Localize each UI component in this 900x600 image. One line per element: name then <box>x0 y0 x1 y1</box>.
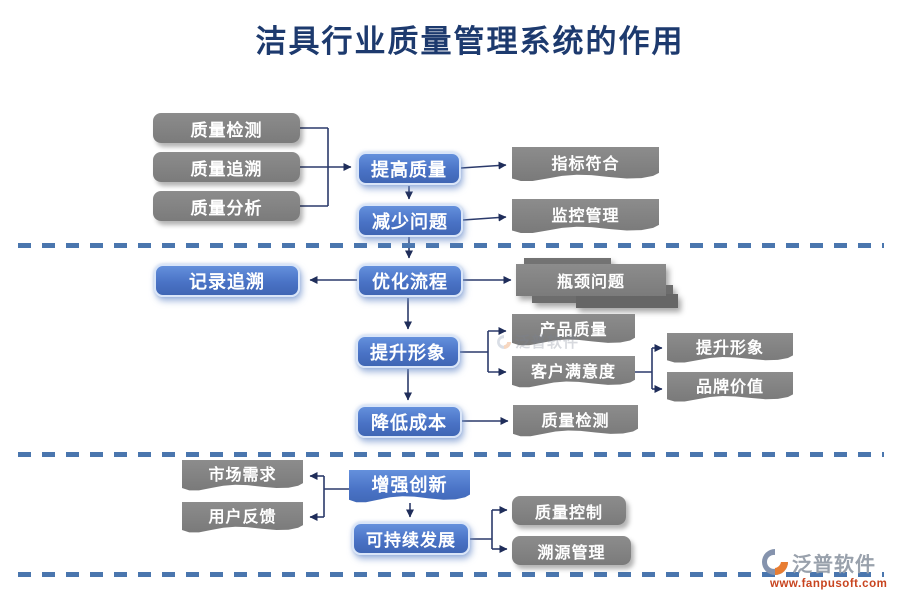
fanpu-logo-icon <box>762 549 788 575</box>
stacked-sheet-bottom <box>576 294 678 308</box>
section-divider-3 <box>18 572 884 577</box>
node-enhance-image: 提升形象 <box>356 335 460 368</box>
node-reduce-cost: 降低成本 <box>356 405 462 438</box>
node-quality-inspection-2: 质量检测 <box>513 405 638 437</box>
node-monitoring-mgmt: 监控管理 <box>512 199 659 234</box>
node-optimize-process: 优化流程 <box>357 264 463 297</box>
node-user-feedback: 用户反馈 <box>182 502 303 533</box>
node-quality-control: 质量控制 <box>512 496 626 525</box>
node-quality-analysis: 质量分析 <box>153 191 300 221</box>
node-customer-satisfaction: 客户满意度 <box>512 356 635 388</box>
section-divider-2 <box>18 452 884 457</box>
fanpu-logo-url: www.fanpusoft.com <box>770 578 888 590</box>
node-sustainable-dev: 可持续发展 <box>352 522 470 555</box>
fanpu-logo-name: 泛普软件 <box>792 553 876 576</box>
node-bottleneck-issues: 瓶颈问题 <box>516 258 678 308</box>
node-quality-inspection: 质量检测 <box>153 113 300 143</box>
node-product-quality: 产品质量 <box>512 314 635 346</box>
node-indicator-compliance: 指标符合 <box>512 147 659 182</box>
node-market-demand: 市场需求 <box>182 460 303 491</box>
node-brand-value: 品牌价值 <box>667 372 793 402</box>
node-enhance-innovation: 增强创新 <box>349 470 470 503</box>
fanpu-logo: 泛普软件 www.fanpusoft.com <box>760 547 898 590</box>
node-record-trace: 记录追溯 <box>154 264 300 297</box>
section-divider-1 <box>18 243 884 248</box>
node-traceability-mgmt: 溯源管理 <box>512 536 631 565</box>
node-improve-quality: 提高质量 <box>357 152 461 185</box>
page-title: 洁具行业质量管理系统的作用 <box>255 24 685 59</box>
node-bottleneck-issues-label: 瓶颈问题 <box>516 264 666 296</box>
node-enhance-image-result: 提升形象 <box>667 333 793 363</box>
watermark-logo-icon <box>497 334 511 349</box>
node-reduce-problems: 减少问题 <box>357 204 463 237</box>
node-quality-trace: 质量追溯 <box>153 152 300 182</box>
